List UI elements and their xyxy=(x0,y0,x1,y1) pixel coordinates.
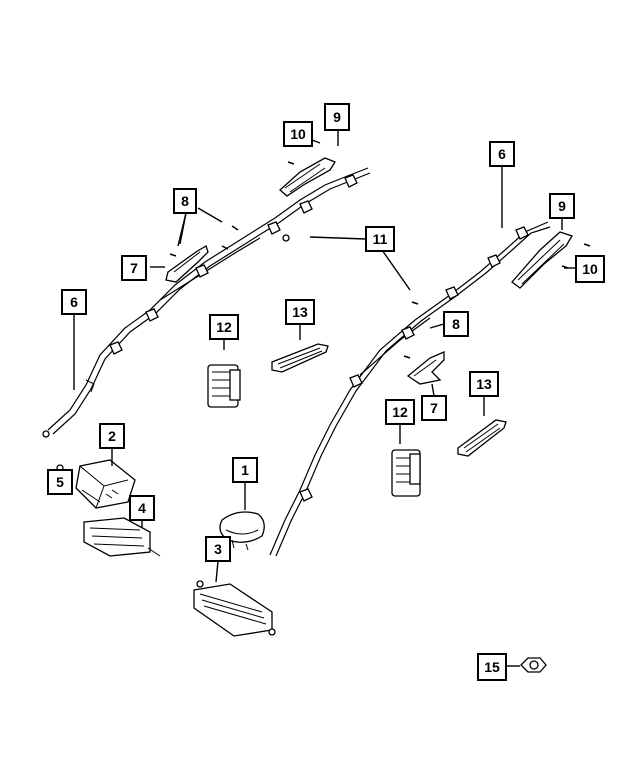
svg-text:7: 7 xyxy=(130,260,138,276)
callout-8-right: 8 xyxy=(443,311,469,337)
callout-13-right: 13 xyxy=(469,371,499,397)
svg-text:5: 5 xyxy=(56,474,64,490)
svg-text:8: 8 xyxy=(181,193,189,209)
right-knee-strip xyxy=(457,419,507,457)
left-curtain-airbag xyxy=(42,167,371,438)
callout-12-right: 12 xyxy=(385,399,415,425)
callout-5: 5 xyxy=(47,469,73,495)
callout-10-upper: 10 xyxy=(283,121,313,147)
svg-text:8: 8 xyxy=(452,316,460,332)
svg-text:4: 4 xyxy=(138,500,146,516)
left-mount-bracket xyxy=(165,245,209,283)
svg-text:11: 11 xyxy=(373,231,388,247)
svg-text:9: 9 xyxy=(333,109,341,125)
callout-1: 1 xyxy=(232,457,258,483)
svg-text:6: 6 xyxy=(70,294,78,310)
callout-7-left: 7 xyxy=(121,255,147,281)
svg-text:13: 13 xyxy=(476,376,492,392)
nut-hardware xyxy=(520,657,547,673)
callout-3: 3 xyxy=(205,536,231,562)
callout-8-left: 8 xyxy=(173,188,197,214)
callout-2: 2 xyxy=(99,423,125,449)
passenger-airbag xyxy=(193,580,276,637)
right-curtain-airbag xyxy=(269,221,551,557)
left-knee-strip xyxy=(271,343,329,373)
callout-6-right: 6 xyxy=(489,141,515,167)
control-module xyxy=(56,459,136,509)
upper-left-bracket xyxy=(221,157,336,250)
callout-13-left: 13 xyxy=(285,299,315,325)
svg-text:7: 7 xyxy=(430,400,438,416)
svg-text:9: 9 xyxy=(558,198,566,214)
callout-15: 15 xyxy=(477,653,507,681)
callout-7-right: 7 xyxy=(421,395,447,421)
left-knee-airbag xyxy=(83,517,161,557)
right-mount-bracket xyxy=(403,351,445,385)
svg-text:12: 12 xyxy=(392,404,408,420)
callout-12-left: 12 xyxy=(209,314,239,340)
svg-text:13: 13 xyxy=(292,304,308,320)
right-side-inflator xyxy=(391,449,421,497)
svg-text:15: 15 xyxy=(484,659,500,675)
callout-9-right: 9 xyxy=(549,193,575,219)
callout-9-upper: 9 xyxy=(324,103,350,131)
driver-airbag xyxy=(219,511,265,551)
callout-6-left: 6 xyxy=(61,289,87,315)
callout-11: 11 xyxy=(365,226,395,252)
svg-text:1: 1 xyxy=(241,462,249,478)
svg-text:2: 2 xyxy=(108,428,116,444)
svg-text:6: 6 xyxy=(498,146,506,162)
svg-text:3: 3 xyxy=(214,541,222,557)
callout-10-right: 10 xyxy=(575,255,605,283)
svg-text:12: 12 xyxy=(216,319,232,335)
callout-4: 4 xyxy=(129,495,155,521)
left-side-inflator xyxy=(207,364,241,408)
svg-text:10: 10 xyxy=(290,126,306,142)
svg-text:10: 10 xyxy=(582,261,598,277)
leader-lines xyxy=(73,130,576,667)
